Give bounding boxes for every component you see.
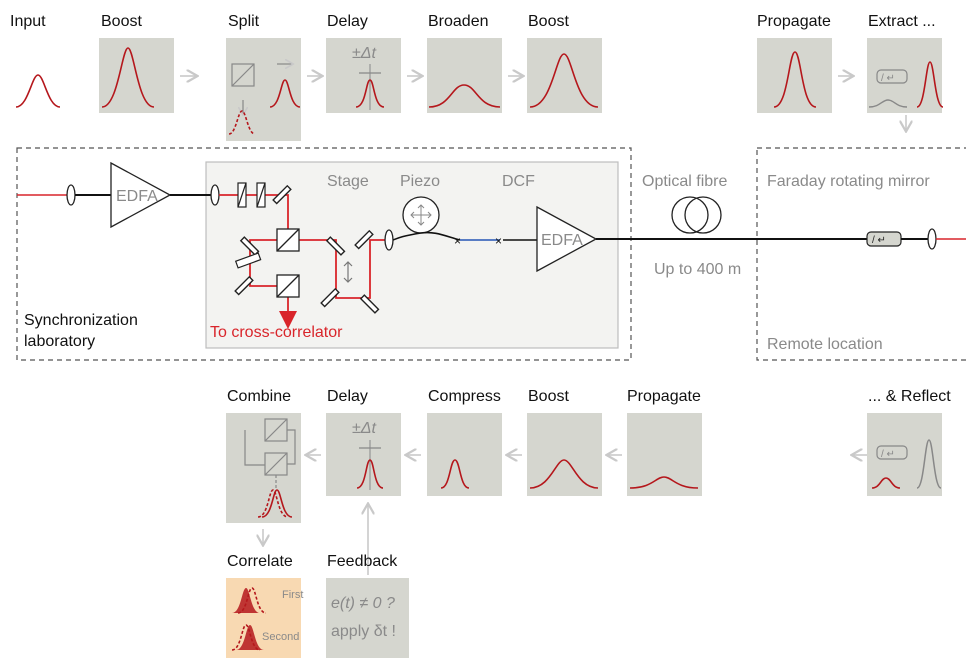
reflect-pulse-grey — [916, 439, 942, 489]
piezo-arrows-icon — [410, 204, 432, 226]
label-combine: Combine — [227, 388, 291, 405]
collimator-lens-icon — [66, 184, 76, 206]
dcf-label: DCF — [502, 173, 535, 190]
correlate-first-dashed — [237, 587, 267, 614]
delay-symbol: ±Δt — [352, 45, 377, 62]
label-input: Input — [10, 13, 46, 30]
broaden-pulse — [428, 84, 501, 108]
combine-pulse — [261, 489, 293, 518]
sync-lab-label-2: laboratory — [24, 333, 95, 350]
panel-combine — [226, 413, 301, 523]
delay-symbol-bottom: ±Δt — [352, 420, 377, 437]
panel-broaden — [427, 38, 502, 113]
label-correlate: Correlate — [227, 553, 293, 570]
delay-pulse — [355, 79, 385, 108]
beam-splitter-cube-icons — [276, 228, 300, 298]
isolator-icon — [237, 182, 266, 208]
panel-feedback — [326, 578, 409, 658]
panel-propagate-bottom — [627, 413, 702, 496]
correlate-second-label: Second — [262, 631, 299, 643]
label-compress: Compress — [428, 388, 501, 405]
panel-boost2 — [527, 38, 602, 113]
mirror-glyph: / ↵ — [881, 449, 895, 460]
boost-bottom-pulse — [529, 459, 599, 489]
label-propagate-bottom: Propagate — [627, 388, 701, 405]
panel-boost-bottom — [527, 413, 602, 496]
piezo-label: Piezo — [400, 173, 440, 190]
label-split: Split — [228, 13, 260, 30]
correlate-first-filled — [232, 588, 260, 613]
compress-pulse — [440, 459, 470, 489]
label-extract: Extract ... — [868, 13, 936, 30]
split-pulse — [269, 79, 301, 108]
correlate-second-filled — [236, 625, 264, 650]
faraday-mirror-label: Faraday rotating mirror — [767, 173, 930, 190]
boost-pulse — [101, 47, 155, 108]
splice-mark: × — [495, 234, 502, 248]
mirror-icons — [234, 184, 380, 314]
sync-lab-box — [16, 147, 632, 361]
remote-box — [756, 147, 966, 361]
label-broaden: Broaden — [428, 13, 489, 30]
extract-pulse — [916, 61, 944, 108]
panel-extract — [867, 38, 942, 113]
remote-location-label: Remote location — [767, 336, 883, 353]
mirror-glyph: / ↵ — [881, 73, 895, 84]
collimator-lens-icon — [927, 228, 937, 250]
input-pulse — [15, 74, 61, 108]
fibre-line — [392, 231, 461, 241]
mirror-glyph: / ↵ — [872, 235, 886, 246]
stage-move-arrow-icon — [343, 261, 353, 283]
fibre-spool-icon — [671, 196, 722, 234]
propagate-bottom-pulse — [629, 476, 699, 489]
correlate-first-label: First — [282, 589, 303, 601]
sync-lab-label-1: Synchronization — [24, 312, 138, 329]
feedback-line-1: e(t) ≠ 0 ? — [331, 595, 395, 612]
label-delay-bottom: Delay — [327, 388, 368, 405]
label-boost-bottom: Boost — [528, 388, 569, 405]
faraday-mirror-icon — [876, 445, 908, 460]
label-boost2: Boost — [528, 13, 569, 30]
reflect-pulse — [871, 477, 901, 489]
collimator-lens-icon — [210, 184, 220, 206]
stage-label: Stage — [327, 173, 369, 190]
edfa1-label: EDFA — [116, 188, 158, 205]
edfa-amplifier-1 — [110, 161, 172, 229]
boost2-pulse — [529, 53, 599, 108]
fibre-length-label: Up to 400 m — [654, 261, 741, 278]
splice-mark: × — [454, 234, 461, 248]
collimator-lens-icon — [384, 229, 394, 251]
label-propagate: Propagate — [757, 13, 831, 30]
label-delay: Delay — [327, 13, 368, 30]
beam-splitter-icon — [231, 63, 255, 87]
edfa-amplifier-2 — [536, 205, 598, 273]
split-pulse-dashed — [228, 110, 256, 135]
panel-reflect — [867, 413, 942, 496]
panel-correlate — [226, 578, 301, 658]
panel-compress — [427, 413, 502, 496]
label-reflect: ... & Reflect — [868, 388, 951, 405]
correlate-second-dashed — [231, 624, 261, 651]
edfa2-label: EDFA — [541, 232, 583, 249]
extract-pulse-residual — [868, 99, 908, 108]
faraday-mirror-icon — [876, 69, 908, 84]
combiner-icon — [244, 418, 296, 488]
label-feedback: Feedback — [327, 553, 398, 570]
feedback-line-2: apply δt ! — [331, 623, 396, 640]
optical-fibre-label: Optical fibre — [642, 173, 727, 190]
combine-pulse-dashed — [257, 489, 289, 518]
label-boost: Boost — [101, 13, 142, 30]
waveplate-icon — [234, 252, 262, 269]
panel-propagate — [757, 38, 832, 113]
propagate-pulse — [773, 51, 817, 108]
to-cross-correlator-label: To cross-correlator — [210, 324, 343, 341]
delay-bottom-pulse — [356, 459, 384, 489]
